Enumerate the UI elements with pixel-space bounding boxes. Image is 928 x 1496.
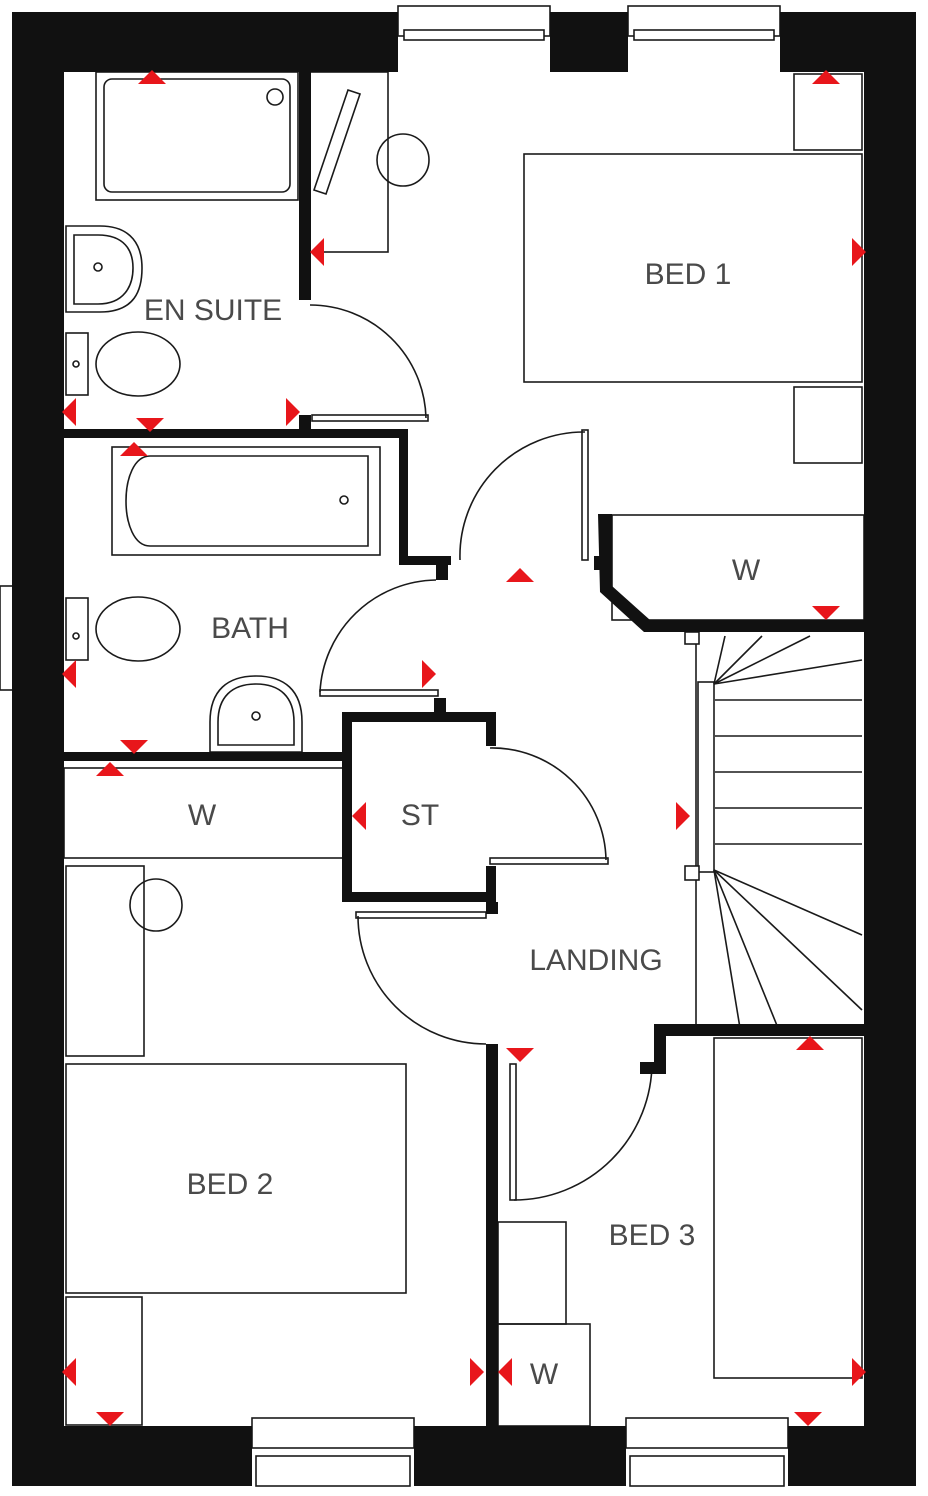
marker-down-icon bbox=[96, 1412, 124, 1426]
ensuite-wc-bowl bbox=[95, 331, 181, 397]
marker-down-icon bbox=[506, 1048, 534, 1062]
room-label-bed-3: BED 3 bbox=[609, 1219, 696, 1252]
marker-up-icon bbox=[138, 70, 166, 84]
marker-up-icon bbox=[812, 70, 840, 84]
marker-up-icon bbox=[120, 442, 148, 456]
marker-left-icon bbox=[62, 398, 76, 426]
marker-down-icon bbox=[136, 418, 164, 432]
bed2-bed bbox=[65, 1063, 407, 1294]
bed2-desk bbox=[65, 865, 145, 1057]
ensuite-basin-plug bbox=[93, 262, 103, 272]
bath-tub-inner bbox=[125, 455, 369, 547]
marker-left-icon bbox=[498, 1358, 512, 1386]
marker-down-icon bbox=[120, 740, 148, 754]
ensuite-basin bbox=[65, 225, 143, 313]
marker-right-icon bbox=[422, 660, 436, 688]
marker-left-icon bbox=[352, 802, 366, 830]
bed1-bed bbox=[523, 153, 863, 383]
ensuite-wc-flush bbox=[72, 360, 80, 368]
marker-right-icon bbox=[470, 1358, 484, 1386]
marker-left-icon bbox=[310, 238, 324, 266]
room-label-bath: BATH bbox=[211, 612, 289, 645]
walls bbox=[12, 12, 916, 1486]
bath-basin bbox=[209, 675, 303, 753]
ensuite-basin-bowl bbox=[73, 234, 134, 305]
marker-left-icon bbox=[62, 1358, 76, 1386]
marker-up-icon bbox=[796, 1036, 824, 1050]
room-label-wardrobe-bed-3: W bbox=[530, 1358, 559, 1391]
bath-drain bbox=[339, 495, 349, 505]
shower-drain bbox=[266, 88, 284, 106]
room-label-wardrobe-bed-2: W bbox=[188, 799, 217, 832]
bath-basin-plug bbox=[251, 711, 261, 721]
marker-up-icon bbox=[506, 568, 534, 582]
room-label-bed-2: BED 2 bbox=[187, 1168, 274, 1201]
bed2-chair bbox=[129, 878, 183, 932]
marker-right-icon bbox=[676, 802, 690, 830]
doors bbox=[309, 304, 653, 1201]
marker-up-icon bbox=[96, 762, 124, 776]
bath-tub bbox=[111, 446, 381, 556]
room-label-store: ST bbox=[401, 799, 439, 832]
marker-down-icon bbox=[794, 1412, 822, 1426]
bed3-bed bbox=[713, 1037, 863, 1379]
bed1-bedside-top bbox=[793, 73, 863, 151]
marker-down-icon bbox=[812, 606, 840, 620]
bed3-shelf bbox=[497, 1221, 567, 1325]
bed2-bedside bbox=[65, 1296, 143, 1426]
room-label-wardrobe-bed-1: W bbox=[732, 554, 761, 587]
marker-right-icon bbox=[852, 1358, 866, 1386]
markers bbox=[62, 70, 866, 1426]
bath-wc-flush bbox=[72, 632, 80, 640]
marker-right-icon bbox=[286, 398, 300, 426]
room-label-en-suite: EN SUITE bbox=[144, 294, 282, 327]
marker-left-icon bbox=[62, 660, 76, 688]
marker-right-icon bbox=[852, 238, 866, 266]
room-label-landing: LANDING bbox=[529, 944, 662, 977]
staircase bbox=[684, 630, 863, 1029]
shower-tray bbox=[95, 71, 299, 201]
ensuite-wc-cistern bbox=[65, 332, 89, 396]
bath-wc-cistern bbox=[65, 597, 89, 661]
bed1-chair bbox=[376, 133, 430, 187]
room-label-bed-1: BED 1 bbox=[645, 258, 732, 291]
bed1-mirror bbox=[312, 88, 362, 196]
shower-tray-inner bbox=[103, 78, 291, 193]
bath-wc-bowl bbox=[95, 596, 181, 662]
bed1-bedside-bottom bbox=[793, 386, 863, 464]
bath-basin-bowl bbox=[217, 683, 295, 746]
room-labels: EN SUITE BED 1 W BATH ST W LANDING BED 2… bbox=[144, 258, 761, 1391]
